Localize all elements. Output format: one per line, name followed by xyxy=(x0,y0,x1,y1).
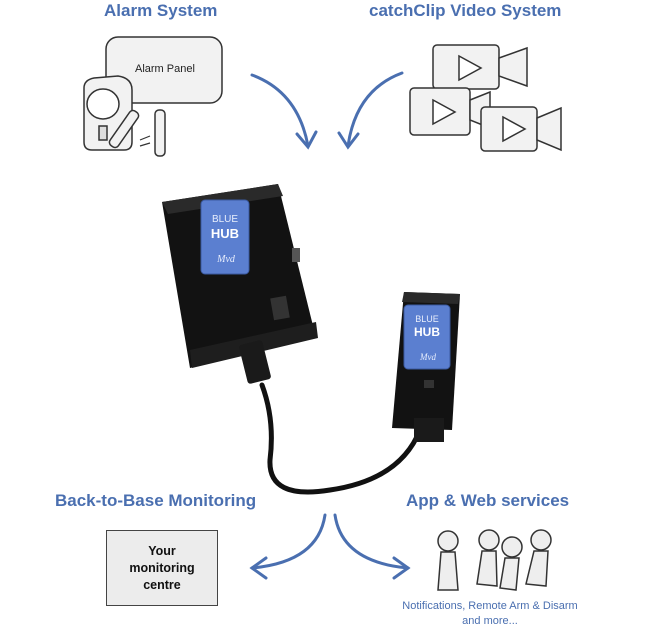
centre-line-3: centre xyxy=(143,577,181,592)
alarm-system-icon xyxy=(83,36,223,157)
video-camera-icon xyxy=(480,106,562,152)
video-camera-icon xyxy=(432,44,528,90)
modem-label-line2: HUB xyxy=(414,325,440,339)
hub-label-brand: Mvd xyxy=(216,254,236,265)
person-icon xyxy=(476,529,500,587)
heading-video-system: catchClip Video System xyxy=(369,1,562,20)
arrow-hub-to-app xyxy=(333,513,410,570)
arrow-alarm-to-hub xyxy=(250,73,310,148)
modem-label-sticker xyxy=(403,304,451,370)
usb-cable xyxy=(259,382,423,495)
hub-label-sticker xyxy=(200,199,250,275)
video-camera-icons xyxy=(409,44,562,152)
centre-line-1: Your xyxy=(148,543,176,558)
heading-app-services: App & Web services xyxy=(406,491,570,510)
heading-monitoring: Back-to-Base Monitoring xyxy=(55,491,257,510)
video-camera-icon xyxy=(409,87,491,136)
heading-alarm-system: Alarm System xyxy=(104,1,218,20)
arrow-hub-to-monitoring xyxy=(250,513,327,570)
hub-label-line2: HUB xyxy=(211,226,239,241)
bluehub-modem-device: BLUE HUB Mvd xyxy=(392,292,460,442)
person-icon xyxy=(437,530,459,591)
alarm-panel-label: Alarm Panel xyxy=(135,63,195,75)
door-contact-icon xyxy=(108,109,166,157)
hub-label-line1: BLUE xyxy=(212,214,238,225)
person-icon xyxy=(525,529,552,587)
alarm-panel-shape xyxy=(105,36,223,104)
modem-label-line1: BLUE xyxy=(415,314,439,324)
arrow-video-to-hub xyxy=(346,71,404,148)
app-caption-line-2: and more... xyxy=(462,615,518,627)
modem-label-brand: Mvd xyxy=(419,352,436,362)
person-icon xyxy=(499,536,523,591)
app-caption-line-1: Notifications, Remote Arm & Disarm xyxy=(402,600,578,612)
app-caption: Notifications, Remote Arm & Disarm and m… xyxy=(385,599,595,629)
flow-arrows xyxy=(249,71,411,580)
monitoring-centre-box: Your monitoring centre xyxy=(106,530,218,606)
bluehub-main-device: BLUE HUB Mvd xyxy=(162,184,318,384)
users-icon xyxy=(437,529,552,591)
centre-line-2: monitoring xyxy=(129,560,195,575)
